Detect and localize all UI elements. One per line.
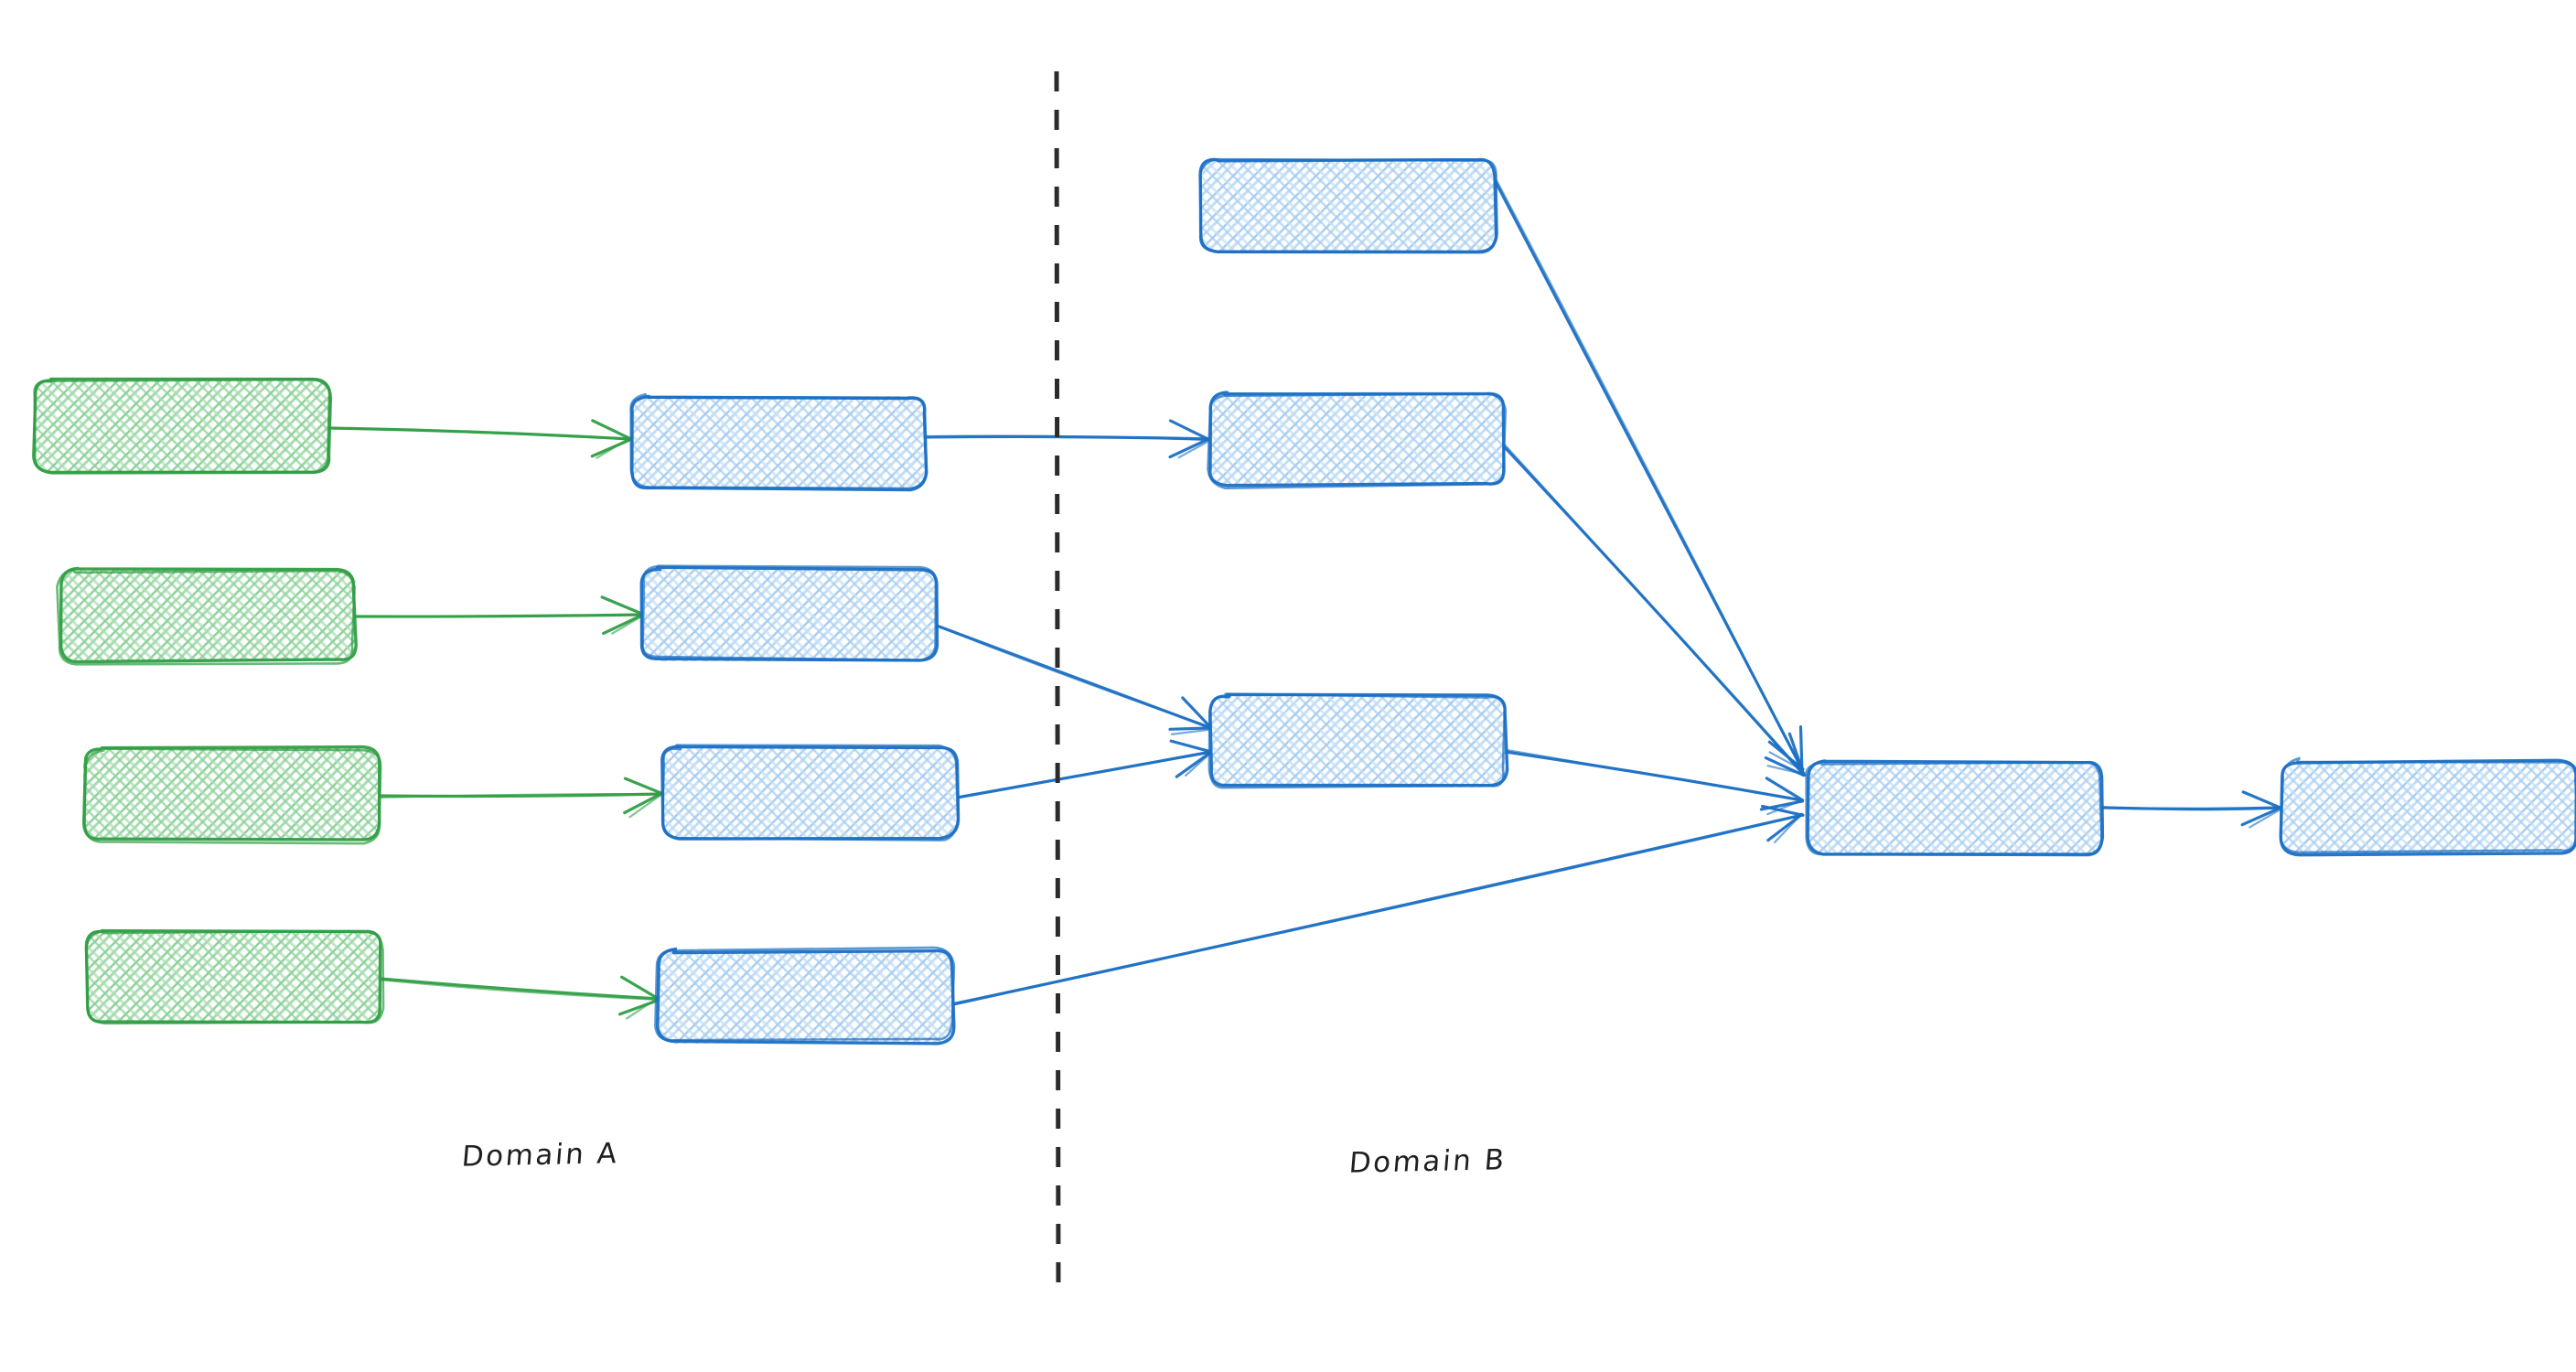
node-a-in-2[interactable] <box>56 566 358 666</box>
edge-e1 <box>327 419 634 459</box>
node-a-mid-1[interactable] <box>629 392 928 492</box>
edge-e9 <box>1493 178 1805 771</box>
edge-e5 <box>923 419 1212 459</box>
domain-divider <box>1054 70 1061 1298</box>
node-a-in-1[interactable] <box>32 377 333 475</box>
node-a-in-4[interactable] <box>84 928 385 1025</box>
domain-label-b: Domain B <box>1347 1143 1508 1180</box>
node-b-hub[interactable] <box>1805 759 2105 857</box>
node-b-out[interactable] <box>2279 756 2576 857</box>
edge-e8 <box>950 804 1805 1006</box>
edge-e3 <box>376 777 665 819</box>
node-a-in-3[interactable] <box>81 745 382 845</box>
edge-e12 <box>2099 790 2284 829</box>
node-a-mid-4[interactable] <box>654 946 956 1045</box>
edge-e10 <box>1502 443 1808 777</box>
edge-e11 <box>1503 748 1805 816</box>
node-a-mid-3[interactable] <box>660 744 961 841</box>
edge-e6 <box>935 624 1213 735</box>
node-b-mid[interactable] <box>1208 692 1509 789</box>
domain-label-a: Domain A <box>460 1137 621 1174</box>
edge-e2 <box>353 595 645 636</box>
node-b-top[interactable] <box>1198 157 1498 254</box>
edge-e7 <box>954 739 1214 799</box>
node-b-upper[interactable] <box>1207 391 1508 489</box>
edge-e4 <box>379 975 661 1020</box>
node-a-mid-2[interactable] <box>639 564 939 662</box>
